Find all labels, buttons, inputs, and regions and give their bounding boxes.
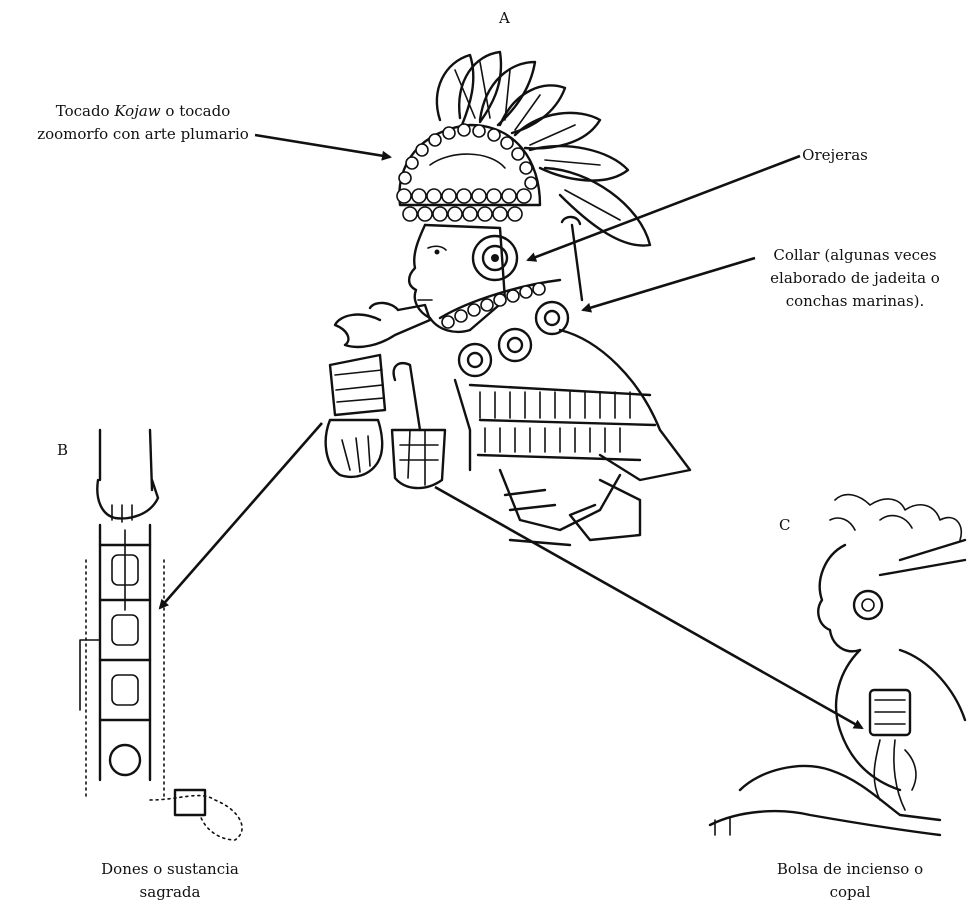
kojaw-headdress	[397, 124, 540, 221]
arrow-tocado	[255, 135, 390, 157]
incense-bag-a	[392, 363, 445, 488]
staff	[562, 217, 582, 300]
callout-arrows	[160, 135, 862, 728]
figure-b-sacred-offering	[80, 430, 242, 840]
raised-hand	[335, 303, 430, 347]
lower-arm-hand	[326, 355, 385, 477]
ear-flare-orejera	[473, 236, 517, 280]
arrow-collar	[583, 258, 755, 310]
arrow-dones	[160, 423, 322, 608]
arrow-bolsa	[435, 487, 862, 728]
figure-a-dignitary	[326, 52, 690, 545]
